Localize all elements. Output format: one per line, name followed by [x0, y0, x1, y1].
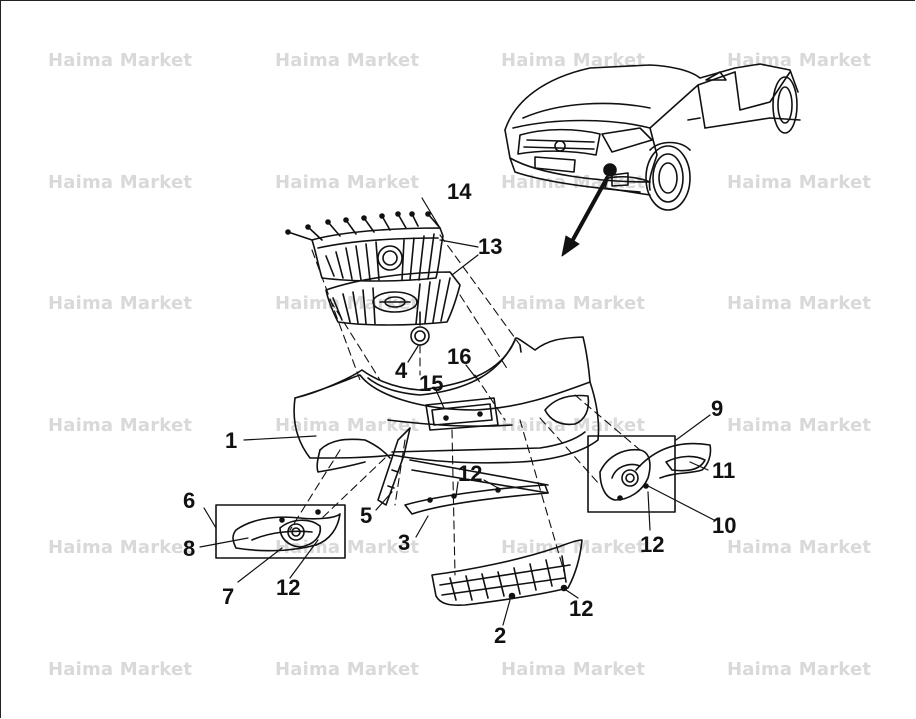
lower-strip [404, 459, 549, 515]
watermark: Haima Market [727, 50, 872, 71]
leader-lines [199, 197, 715, 626]
watermark: Haima Market [275, 537, 420, 558]
watermark: Haima Market [501, 293, 646, 314]
callout-4: 4 [395, 358, 408, 383]
car-illustration [504, 63, 801, 257]
watermark: Haima Market [275, 415, 420, 436]
lower-grille [431, 539, 583, 607]
watermark: Haima Market [48, 293, 193, 314]
callout-5: 5 [360, 503, 373, 528]
watermark: Haima Market [48, 415, 193, 436]
callout-12: 12 [640, 532, 665, 557]
callout-15: 15 [419, 371, 444, 396]
callout-12: 12 [458, 461, 483, 486]
callout-13: 13 [478, 234, 503, 259]
bumper-cover [293, 336, 600, 473]
watermark: Haima Market [275, 172, 420, 193]
callout-16: 16 [447, 344, 472, 369]
bracket [377, 427, 411, 506]
callout-10: 10 [712, 513, 737, 538]
watermark: Haima Market [501, 537, 646, 558]
callout-1: 1 [225, 428, 238, 453]
watermark: Haima Market [727, 659, 872, 680]
watermark: Haima Market [48, 537, 193, 558]
lower-grille-13 [325, 271, 461, 326]
watermark: Haima Market [727, 415, 872, 436]
callout-3: 3 [398, 530, 411, 555]
callout-12: 12 [569, 596, 594, 621]
watermark: Haima Market [275, 293, 420, 314]
watermark: Haima Market [727, 293, 872, 314]
watermark: Haima Market [275, 659, 420, 680]
upper-grille [311, 227, 444, 282]
callout-7: 7 [222, 584, 235, 609]
watermark: Haima Market [48, 659, 193, 680]
watermark: Haima Market [48, 172, 193, 193]
callout-2: 2 [494, 623, 507, 648]
watermark: Haima Market [727, 537, 872, 558]
right-foglamp-group [587, 435, 712, 513]
callout-6: 6 [183, 488, 196, 513]
clip-screws [285, 211, 441, 241]
callout-9: 9 [711, 396, 724, 421]
watermark: Haima Market [501, 415, 646, 436]
callout-12: 12 [276, 575, 301, 600]
callout-11: 11 [712, 458, 736, 483]
callout-8: 8 [183, 536, 196, 561]
watermark: Haima Market [275, 50, 420, 71]
assembly-lines [289, 234, 641, 576]
callout-14: 14 [447, 179, 472, 204]
watermark: Haima Market [501, 659, 646, 680]
watermark: Haima Market [48, 50, 193, 71]
left-foglamp-group [215, 504, 346, 559]
watermark: Haima Market [501, 50, 646, 71]
watermark: Haima Market [727, 172, 872, 193]
